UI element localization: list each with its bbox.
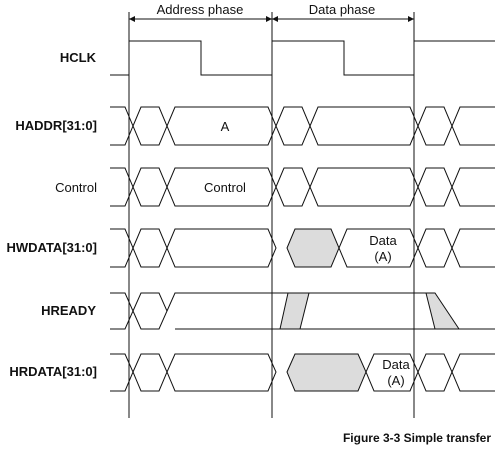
signal-label-haddr: HADDR[31:0] bbox=[15, 118, 97, 133]
hwdata-bus-waveform bbox=[110, 228, 495, 268]
signal-label-control: Control bbox=[55, 180, 97, 195]
haddr-bus-waveform bbox=[110, 106, 495, 146]
hwdata-value-text-line1: Data bbox=[369, 233, 397, 248]
figure-caption: Figure 3-3 Simple transfer bbox=[343, 431, 491, 445]
hready-waveform bbox=[110, 292, 495, 330]
hrdata-value-text-line2: (A) bbox=[387, 373, 404, 388]
control-bus-waveform bbox=[110, 167, 495, 207]
haddr-value-text: A bbox=[221, 119, 230, 134]
hrdata-bus-waveform bbox=[110, 353, 495, 392]
control-value-text: Control bbox=[204, 180, 246, 195]
address-phase-label: Address phase bbox=[157, 2, 244, 17]
signal-label-hwdata: HWDATA[31:0] bbox=[6, 240, 97, 255]
signal-label-hclk: HCLK bbox=[60, 50, 97, 65]
hrdata-value-text-line1: Data bbox=[382, 357, 410, 372]
data-phase-arrow bbox=[272, 16, 414, 22]
signal-label-hready: HREADY bbox=[41, 303, 96, 318]
hwdata-value-text-line2: (A) bbox=[374, 249, 391, 264]
hclk-waveform bbox=[110, 40, 495, 76]
signal-label-hrdata: HRDATA[31:0] bbox=[9, 364, 97, 379]
address-phase-arrow bbox=[129, 16, 272, 22]
data-phase-label: Data phase bbox=[309, 2, 376, 17]
